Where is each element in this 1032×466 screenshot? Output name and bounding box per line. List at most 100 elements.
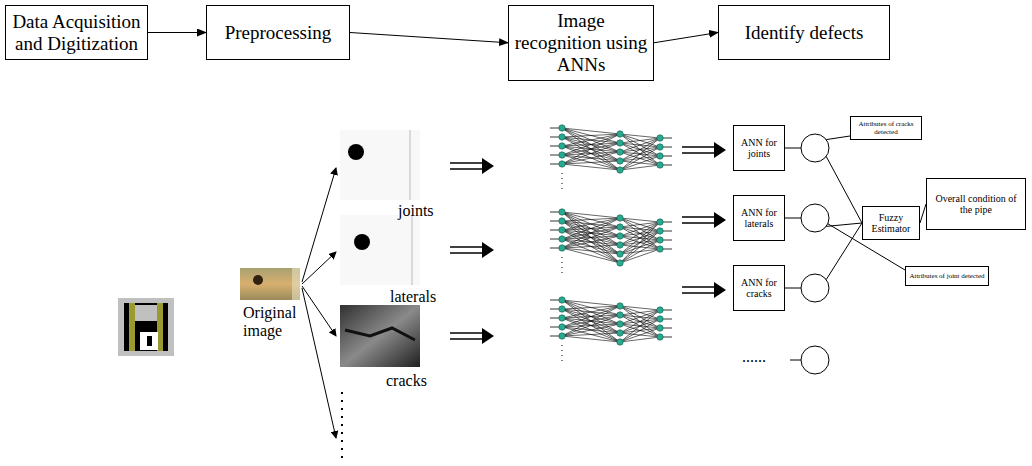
net-link bbox=[620, 138, 660, 170]
neuron bbox=[559, 143, 565, 149]
net-link bbox=[562, 248, 620, 254]
neuron bbox=[657, 316, 663, 322]
box-text: Preprocessing bbox=[225, 22, 332, 44]
neuron bbox=[617, 303, 623, 309]
box-text: Identify defects bbox=[745, 22, 864, 44]
net-link bbox=[620, 306, 660, 328]
net-link bbox=[620, 218, 660, 249]
net-link bbox=[620, 138, 660, 143]
neuron bbox=[617, 251, 623, 257]
net-link bbox=[562, 212, 620, 263]
neuron bbox=[559, 125, 565, 131]
neuron bbox=[559, 209, 565, 215]
laterals-image bbox=[340, 215, 420, 285]
output-circles bbox=[801, 134, 829, 374]
net-link bbox=[562, 306, 620, 327]
process-box: Image recognition using ANNs bbox=[508, 5, 654, 81]
double-arrow bbox=[450, 242, 494, 258]
double-arrow bbox=[682, 212, 726, 228]
double-arrow bbox=[682, 142, 726, 158]
net-link bbox=[620, 138, 660, 161]
neuron bbox=[657, 237, 663, 243]
neuron bbox=[657, 135, 663, 141]
box-text: Attributes of joint detected bbox=[909, 272, 984, 280]
net-link bbox=[620, 134, 660, 165]
connector bbox=[350, 33, 508, 43]
process-box: Preprocessing bbox=[206, 5, 350, 60]
neuron bbox=[617, 260, 623, 266]
net-link bbox=[562, 318, 620, 342]
image-label: ...... bbox=[742, 348, 766, 366]
neuron bbox=[657, 144, 663, 150]
neuron bbox=[559, 297, 565, 303]
process-box: Identify defects bbox=[718, 5, 890, 60]
connector bbox=[654, 33, 718, 43]
image-label: cracks bbox=[386, 372, 427, 390]
neuron bbox=[617, 215, 623, 221]
neuron bbox=[657, 307, 663, 313]
net-link bbox=[620, 165, 660, 170]
output-circle bbox=[801, 274, 829, 302]
process-box: Data Acquisition and Digitization bbox=[5, 5, 148, 60]
box-text: Data Acquisition and Digitization bbox=[10, 11, 143, 55]
neuron bbox=[617, 158, 623, 164]
process-box: Overall condition of the pipe bbox=[926, 178, 1026, 230]
neural-networks bbox=[550, 125, 672, 363]
neuron bbox=[559, 245, 565, 251]
net-link bbox=[620, 328, 660, 342]
net-link bbox=[620, 310, 660, 324]
neural-net bbox=[550, 297, 672, 363]
leader-line bbox=[826, 136, 850, 140]
neuron bbox=[617, 233, 623, 239]
net-link bbox=[562, 300, 620, 333]
net-link bbox=[562, 236, 620, 248]
neural-net bbox=[550, 209, 672, 275]
net-link bbox=[620, 240, 660, 263]
net-dots bbox=[562, 345, 563, 363]
net-link bbox=[562, 300, 620, 342]
net-link bbox=[562, 134, 620, 164]
net-link bbox=[562, 221, 620, 254]
double-arrow bbox=[682, 282, 726, 298]
net-dots bbox=[562, 173, 563, 191]
double-arrow bbox=[450, 328, 494, 344]
output-circle bbox=[801, 346, 829, 374]
box-text: Image recognition using ANNs bbox=[513, 10, 649, 76]
neuron bbox=[617, 131, 623, 137]
neuron bbox=[657, 325, 663, 331]
process-box: Attributes of joint detected bbox=[905, 266, 989, 286]
box-text: ANN for joints bbox=[736, 137, 782, 160]
connector bbox=[785, 148, 862, 223]
net-link bbox=[562, 128, 620, 170]
process-box: ANN for joints bbox=[733, 125, 785, 171]
net-link bbox=[562, 134, 620, 155]
neuron bbox=[559, 134, 565, 140]
process-box: ANN for laterals bbox=[733, 195, 785, 241]
net-link bbox=[562, 230, 620, 263]
net-link bbox=[562, 333, 620, 336]
neuron bbox=[559, 152, 565, 158]
net-link bbox=[562, 336, 620, 342]
net-link bbox=[620, 147, 660, 170]
neuron bbox=[617, 339, 623, 345]
net-link bbox=[620, 310, 660, 315]
neuron bbox=[657, 334, 663, 340]
output-circle bbox=[801, 204, 829, 232]
double-arrow bbox=[450, 158, 494, 174]
neuron bbox=[559, 333, 565, 339]
box-text: ANN for laterals bbox=[736, 207, 782, 230]
net-link bbox=[562, 245, 620, 248]
net-link bbox=[562, 218, 620, 248]
box-text: Overall condition of the pipe bbox=[929, 193, 1023, 216]
net-link bbox=[620, 156, 660, 170]
net-link bbox=[562, 161, 620, 164]
net-link bbox=[562, 212, 620, 245]
neuron bbox=[559, 315, 565, 321]
neuron bbox=[559, 236, 565, 242]
neural-net bbox=[550, 125, 672, 191]
neuron bbox=[617, 149, 623, 155]
image-label: joints bbox=[398, 202, 434, 220]
image-label: Original image bbox=[243, 304, 313, 341]
joints-image bbox=[340, 130, 420, 200]
net-link bbox=[620, 337, 660, 342]
